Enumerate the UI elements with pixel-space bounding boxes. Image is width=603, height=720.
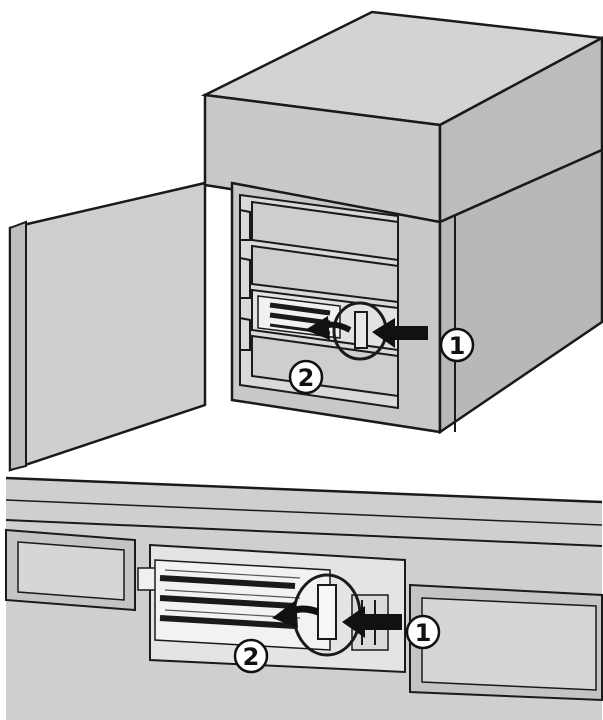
open-door — [8, 181, 207, 472]
drive-bay-1 — [251, 200, 399, 262]
detail-arrow-pull-out — [272, 600, 320, 628]
arrow-pull-out — [305, 316, 352, 340]
callout-2-label: 2 — [298, 364, 315, 392]
detail-bay-middle — [137, 543, 406, 674]
drive-bay-4 — [251, 334, 399, 398]
detail-bay-left — [5, 528, 136, 612]
detail-callout-2-label: 2 — [243, 643, 260, 671]
detail-callout-2: 2 — [233, 638, 269, 674]
detail-arrow-push — [342, 606, 402, 638]
detail-bay-right — [409, 583, 603, 702]
top-view: 1 2 — [8, 10, 603, 472]
detail-callout-1: 1 — [405, 614, 441, 650]
arrow-push — [372, 318, 428, 348]
callout-1: 1 — [439, 327, 475, 363]
drive-bay-2 — [251, 244, 399, 304]
detail-view: 1 2 — [5, 476, 603, 720]
callout-1-label: 1 — [449, 332, 466, 360]
callout-2: 2 — [288, 359, 324, 395]
drive-bay-area — [239, 193, 399, 410]
detail-callout-1-label: 1 — [415, 619, 432, 647]
detail-drive-tray — [154, 559, 331, 651]
